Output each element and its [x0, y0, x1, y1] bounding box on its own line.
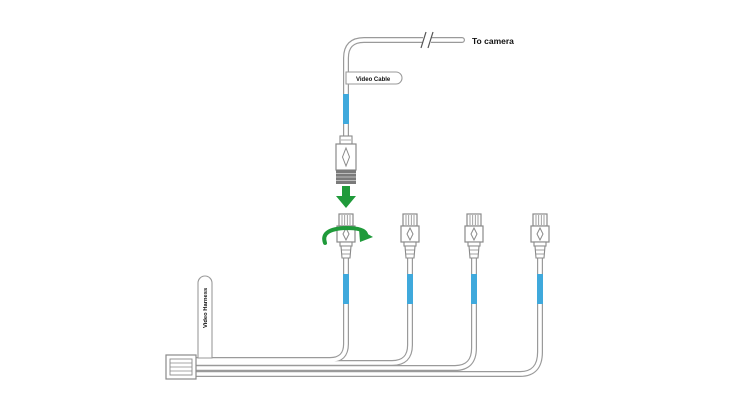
harness-blue-band-3 [471, 274, 477, 304]
harness-blue-band-1 [343, 274, 349, 304]
video-harness-tag: Video Harness [197, 275, 213, 359]
cable-break-mark [420, 31, 434, 49]
harness-blue-band-4 [537, 274, 543, 304]
video-cable-blue-band [343, 94, 349, 124]
video-cable-tag: Video Cable [345, 71, 403, 85]
harness-blue-band-2 [407, 274, 413, 304]
to-camera-label: To camera [472, 36, 514, 46]
harness-connector-2 [400, 213, 420, 259]
video-cable-label: Video Cable [356, 77, 391, 83]
video-harness: Video Harness [165, 213, 550, 380]
harness-connector-3 [464, 213, 484, 259]
video-cable [343, 31, 465, 139]
rotate-arrow-icon [322, 225, 373, 245]
arrow-down-icon [336, 186, 356, 208]
video-cable-connector [335, 135, 357, 184]
harness-connector-1 [336, 213, 356, 259]
harness-plug [165, 354, 197, 380]
harness-connector-4 [530, 213, 550, 259]
video-harness-label: Video Harness [203, 288, 209, 328]
